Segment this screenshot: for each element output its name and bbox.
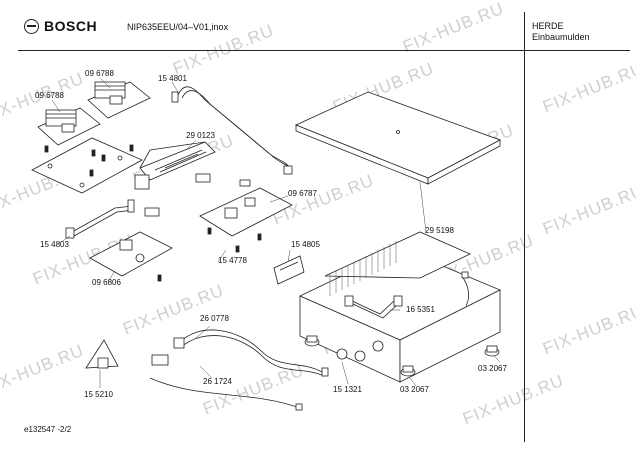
brand-logo: BOSCH — [24, 18, 97, 34]
header-divider — [18, 50, 630, 51]
housing-box — [299, 231, 501, 383]
part-label: 09 6806 — [92, 278, 121, 287]
bracket — [195, 173, 211, 183]
part-label: 15 4778 — [218, 256, 247, 265]
control-board-096787 — [199, 187, 293, 237]
cable-harness-154801 — [171, 86, 293, 175]
cable-harness-154803 — [65, 199, 135, 239]
foot-left — [304, 335, 320, 347]
bosch-logo-icon — [24, 18, 39, 34]
board-096806 — [89, 231, 173, 277]
category-line-2: Einbaumulden — [532, 32, 590, 42]
part-label: 29 5198 — [425, 226, 454, 235]
cable-tie-155210 — [85, 339, 119, 369]
cord-261724 — [149, 377, 303, 411]
part-label: 26 0778 — [200, 314, 229, 323]
bracket — [239, 179, 251, 187]
blower-motor-290123 — [134, 141, 216, 190]
part-label: 09 6788 — [85, 69, 114, 78]
part-label: 15 4803 — [40, 240, 69, 249]
column-divider — [524, 12, 525, 442]
part-label: 15 5210 — [84, 390, 113, 399]
cable-165351 — [344, 295, 403, 319]
part-label: 15 4801 — [158, 74, 187, 83]
bracket-154805 — [273, 255, 305, 285]
part-label: 29 0123 — [186, 131, 215, 140]
part-label: 03 2067 — [478, 364, 507, 373]
bracket — [144, 207, 160, 217]
foot-032067-bottom — [400, 365, 416, 377]
part-label: 15 4805 — [291, 240, 320, 249]
part-label: 09 6788 — [35, 91, 64, 100]
part-label: 09 6787 — [288, 189, 317, 198]
cable-clips-151321 — [336, 340, 384, 362]
part-label: 03 2067 — [400, 385, 429, 394]
foot-032067-right — [484, 345, 500, 357]
model-number: NIP635EEU/04–V01,inox — [127, 22, 229, 32]
brand-name: BOSCH — [44, 18, 98, 34]
wire-lead — [461, 271, 470, 307]
main-circuit-board — [31, 137, 143, 194]
part-label: 15 1321 — [333, 385, 362, 394]
top-cover-295198 — [294, 91, 501, 185]
document-id: e132547 -2/2 — [24, 425, 72, 434]
power-cord-260778 — [151, 329, 329, 377]
category-line-1: HERDE — [532, 21, 564, 31]
relay-board-096788-lower — [37, 107, 101, 146]
part-label: 16 5351 — [406, 305, 435, 314]
relay-board-096788-upper — [87, 81, 151, 119]
part-label: 26 1724 — [203, 377, 232, 386]
leader-lines — [51, 77, 501, 388]
